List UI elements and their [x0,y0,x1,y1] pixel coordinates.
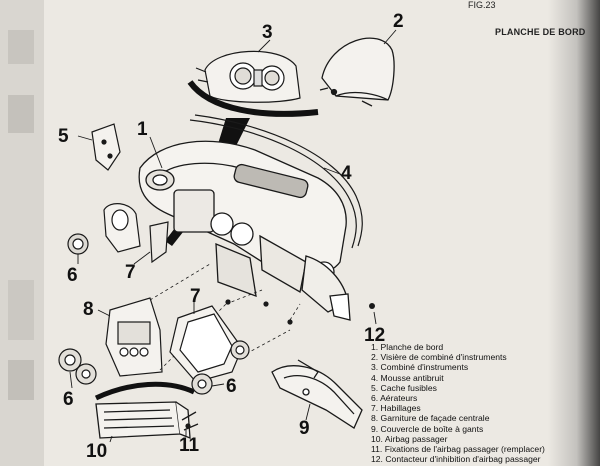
page-binding-margin [0,0,46,466]
parts-legend: 1. Planche de bord 2. Visière de combiné… [371,342,545,464]
callout-leaders [69,29,397,443]
callout-7-center: 7 [190,286,201,307]
passenger-airbag [95,401,199,439]
callout-5: 5 [58,126,69,147]
legend-item: 12. Contacteur d'inhibition d'airbag pas… [371,454,541,465]
legend-item: 8. Garniture de façade centrale [371,413,490,424]
left-page-edge [0,0,44,466]
callout-11: 11 [179,435,200,456]
antinoise-foam [189,114,363,249]
instrument-cluster [195,50,301,103]
left-vent-assembly [67,203,169,264]
legend-item: 11. Fixations de l'airbag passager (remp… [371,444,545,455]
dashboard-panel [138,140,351,321]
callout-6-left: 6 [67,265,78,286]
callout-2: 2 [393,11,404,32]
callout-1: 1 [137,119,148,140]
legend-item: 4. Mousse antibruit [371,372,444,383]
legend-item: 3. Combiné d'instruments [371,362,469,373]
callout-6-bottom-right: 6 [226,376,237,397]
callout-3: 3 [262,22,273,43]
callout-10: 10 [86,441,108,462]
center-trim [169,305,243,383]
callout-7-left: 7 [125,262,136,283]
center-fascia-trim [105,297,163,377]
air-vents [58,340,250,395]
legend-item: 1. Planche de bord [371,342,444,352]
legend-item: 5. Cache fusibles [371,382,437,393]
cluster-visor [319,37,395,107]
legend-item: 2. Visière de combiné d'instruments [371,352,507,363]
callout-9: 9 [299,418,310,439]
legend-item: 6. Aérateurs [371,393,418,404]
legend-item: 9. Couvercle de boîte à gants [371,423,484,434]
legend-item: 10. Airbag passager [371,433,448,444]
callout-6-bottom-left: 6 [63,389,74,410]
fuse-cover [91,123,121,171]
glovebox-lid [271,359,363,429]
section-title: PLANCHE DE BORD [495,27,586,37]
magnifier-arc-upper [187,80,319,117]
magnifier-arc-lower [94,381,196,401]
callout-12: 12 [364,325,386,346]
figure-reference: FIG.23 [468,0,496,10]
legend-item: 7. Habillages [371,403,421,414]
callout-4: 4 [341,163,352,184]
callout-8: 8 [83,299,94,320]
fasteners [185,299,375,429]
